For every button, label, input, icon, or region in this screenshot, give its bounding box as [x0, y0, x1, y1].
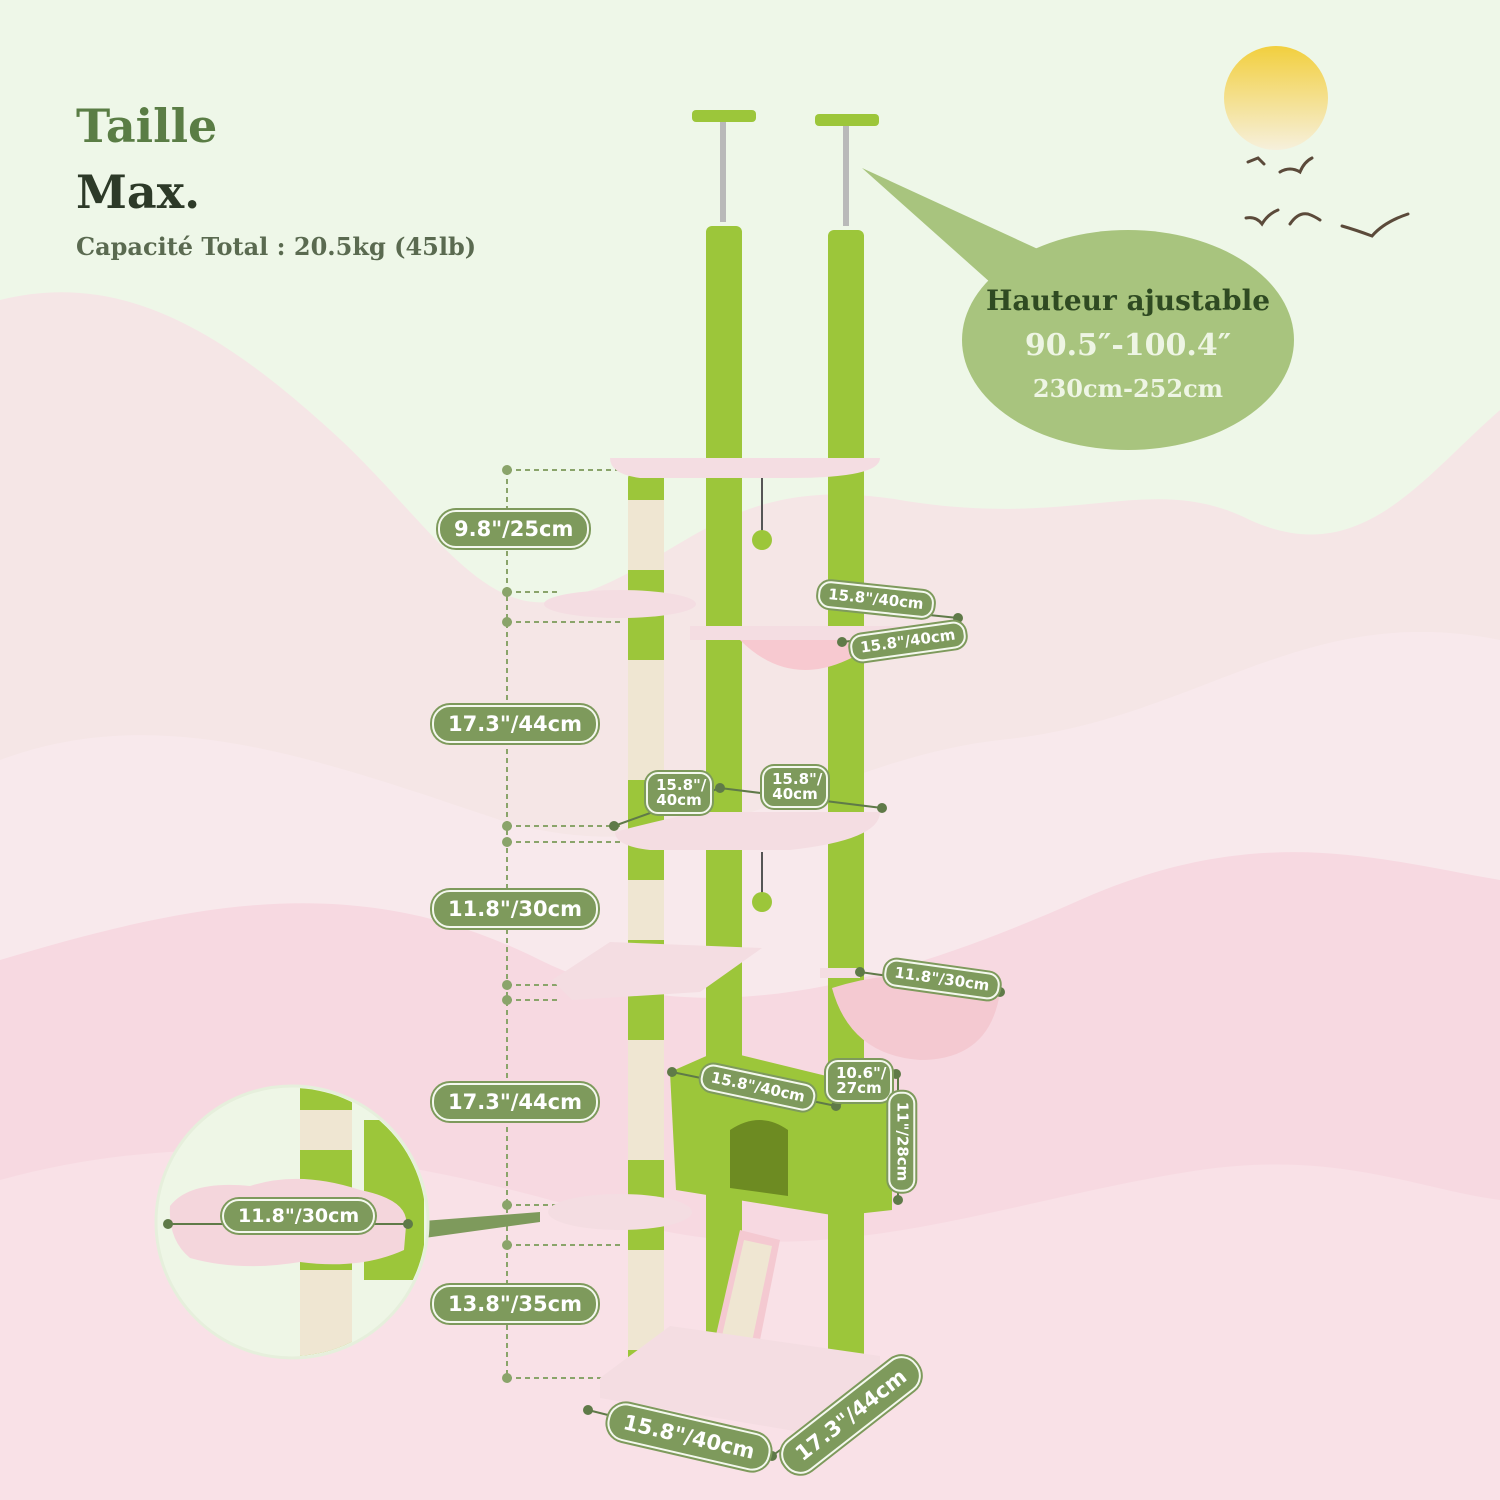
- dim-pill-3: 11.8"/30cm: [432, 890, 598, 928]
- top-platform: [610, 458, 880, 478]
- height-bubble-shape: [862, 168, 1294, 450]
- step-platform: [552, 942, 762, 1000]
- height-bubble: Hauteur ajustable 90.5″-100.4″ 230cm-252…: [962, 232, 1294, 452]
- dim-pill-5: 13.8"/35cm: [432, 1285, 598, 1323]
- birds-icon: [1244, 156, 1410, 238]
- toy-ball-icon: [752, 530, 772, 550]
- dim-pill-4: 17.3"/44cm: [432, 1083, 598, 1121]
- title-block: Taille Max. Capacité Total : 20.5kg (45l…: [76, 98, 476, 261]
- mid-platform: [615, 812, 880, 850]
- guide-dots: [502, 465, 512, 1383]
- dim-pill-2: 17.3"/44cm: [432, 705, 598, 743]
- cloud-step-upper: [544, 590, 696, 618]
- post-front-sisal: [628, 474, 664, 1374]
- capacity-text: Capacité Total : 20.5kg (45lb): [76, 232, 477, 261]
- height-inches: 90.5″-100.4″: [1024, 328, 1232, 363]
- sun-icon: [1224, 46, 1328, 150]
- height-cm: 230cm-252cm: [1032, 374, 1224, 403]
- dim-cloud-zoom: 11.8"/30cm: [222, 1199, 376, 1233]
- page-title: Taille: [76, 99, 218, 153]
- dim-pill-1: 9.8"/25cm: [438, 510, 590, 548]
- ceiling-caps: [692, 110, 879, 226]
- page-subtitle: Max.: [76, 165, 201, 219]
- height-label: Hauteur ajustable: [985, 284, 1271, 317]
- dim-mid-b: 15.8"/ 40cm: [762, 766, 828, 808]
- basket: [820, 968, 1000, 1060]
- cloud-step-lower: [548, 1194, 692, 1230]
- dim-condo-height: 11"/28cm: [888, 1091, 916, 1192]
- toy-ball-icon: [752, 892, 772, 912]
- base-platform: [600, 1326, 880, 1432]
- dim-mid-a: 15.8"/ 40cm: [646, 772, 712, 814]
- dim-condo-depth: 10.6"/ 27cm: [826, 1060, 892, 1102]
